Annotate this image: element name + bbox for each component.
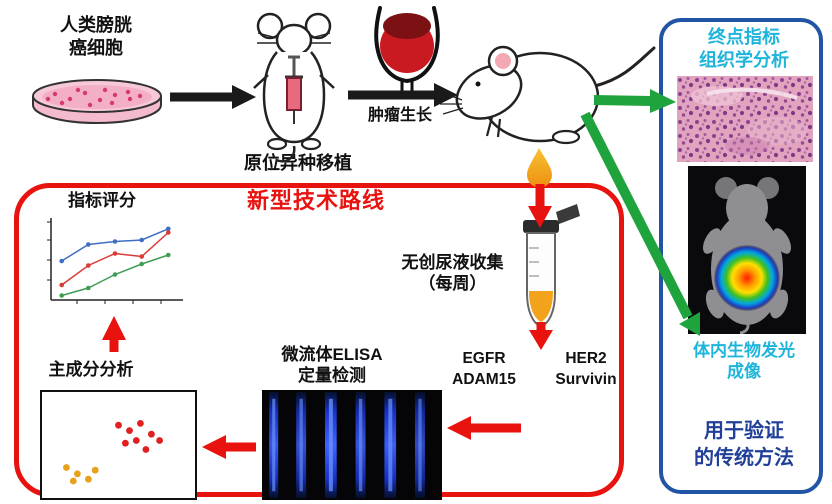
syringe-icon: [285, 55, 303, 124]
cells-label: 人类膀胱 癌细胞: [40, 14, 152, 59]
label-line: 癌细胞: [69, 37, 123, 58]
label-line: 的传统方法: [694, 447, 794, 469]
histology-image: [677, 76, 813, 162]
pca-scatter-plot: [40, 390, 197, 500]
bioluminescence-image: [688, 166, 806, 334]
label-line: 新型技术路线: [246, 188, 385, 213]
bioluminescence-label: 体内生物发光 成像: [664, 340, 824, 383]
label-line: 主成分分析: [48, 360, 134, 379]
biomarker-egfr: EGFR: [462, 350, 506, 367]
novel-route-title: 新型技术路线: [226, 187, 406, 215]
bioluminescence-signal: [714, 245, 780, 311]
biomarker-her2: HER2: [565, 350, 607, 367]
traditional-methods-label: 用于验证 的传统方法: [664, 418, 824, 472]
label-line: （每周）: [418, 274, 487, 294]
label-line: 原位异种移植: [244, 153, 352, 173]
label-line: 体内生物发光: [693, 341, 795, 360]
label-line: 肿瘤生长: [367, 107, 432, 124]
standing-mouse-icon: [253, 12, 335, 163]
biomarker-survivin: Survivin: [555, 371, 617, 388]
elisa-label: 微流体ELISA 定量检测: [262, 344, 402, 387]
urine-collection-label: 无创尿液收集 （每周）: [390, 252, 515, 295]
elisa-image: [262, 390, 442, 500]
side-mouse-icon: [440, 45, 656, 145]
urine-drop-icon: [527, 148, 552, 188]
score-line-chart: [35, 214, 187, 312]
tumor-growth-label: 肿瘤生长: [355, 106, 445, 126]
label-line: 无创尿液收集: [401, 253, 504, 272]
score-label: 指标评分: [52, 190, 152, 211]
label-line: 组织学分析: [699, 49, 789, 70]
pca-label: 主成分分析: [36, 359, 146, 380]
petri-dish-icon: [32, 79, 162, 124]
label-line: 用于验证: [704, 420, 784, 442]
biomarker-adam15: ADAM15: [452, 371, 516, 388]
label-line: 成像: [727, 362, 761, 382]
biomarker-list: EGFR HER2 ADAM15 Survivin: [440, 350, 630, 389]
label-line: 微流体ELISA: [281, 345, 383, 364]
arrow-cells-to-mouse: [170, 85, 256, 109]
cell-dots: [45, 87, 143, 108]
label-line: 人类膀胱: [60, 15, 132, 35]
label-line: 终点指标: [708, 27, 780, 47]
endpoint-label: 终点指标 组织学分析: [664, 26, 824, 71]
bladder-icon: [374, 6, 440, 92]
label-line: 指标评分: [68, 191, 136, 210]
label-line: 定量检测: [298, 366, 366, 386]
xenograft-label: 原位异种移植: [238, 152, 358, 175]
arrow-mouse-to-tumor: [348, 83, 458, 107]
